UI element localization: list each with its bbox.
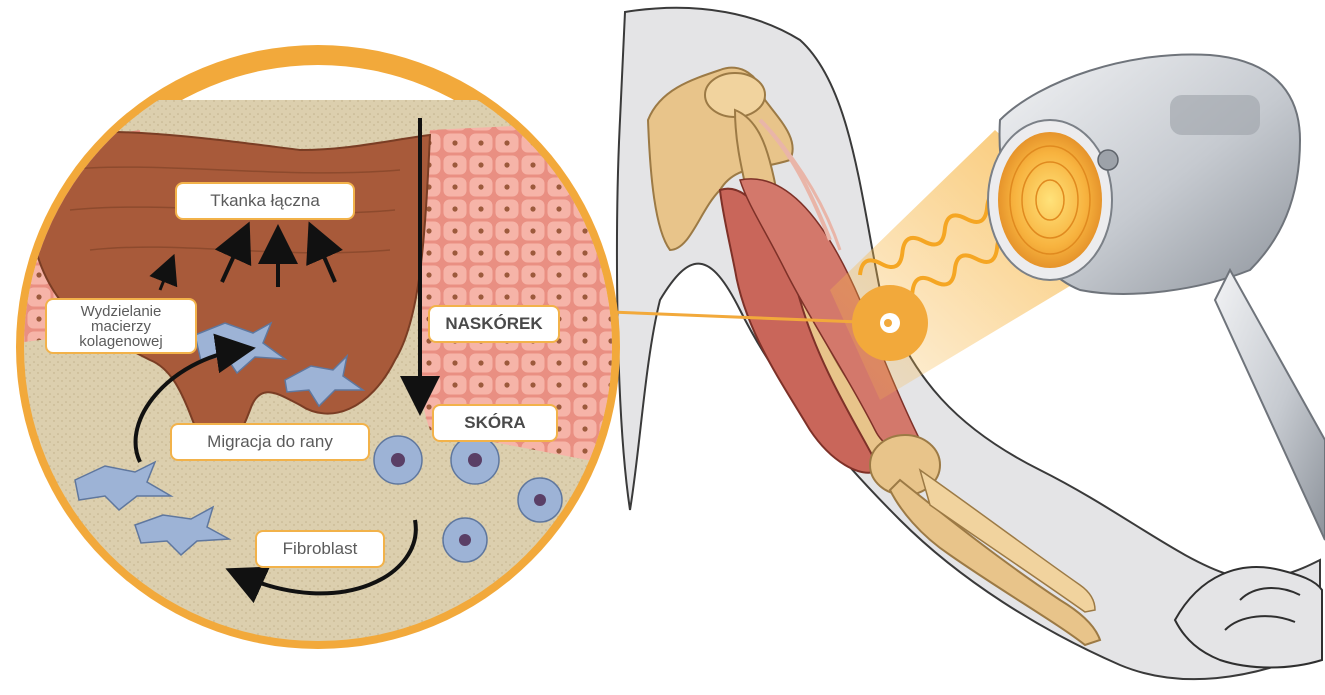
label-tkanka: Tkanka łączna	[175, 182, 355, 220]
label-wydzielanie: Wydzielanie macierzy kolagenowej	[45, 298, 197, 354]
magnified-tissue	[0, 45, 640, 690]
label-naskorek: NASKÓREK	[428, 305, 560, 343]
label-skora: SKÓRA	[432, 404, 558, 442]
label-fibroblast: Fibroblast	[255, 530, 385, 568]
label-migracja: Migracja do rany	[170, 423, 370, 461]
